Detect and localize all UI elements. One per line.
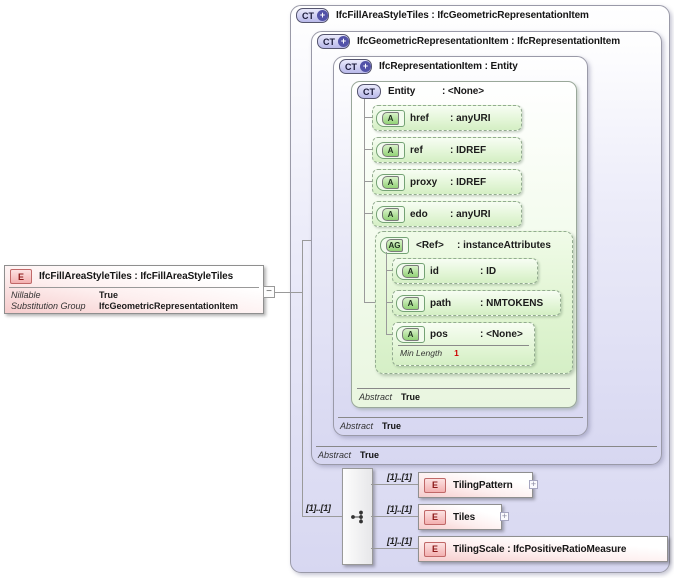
attribute-type: : anyURI — [450, 112, 491, 124]
connector-line — [275, 292, 302, 293]
element-icon: E — [424, 477, 446, 493]
connector-line — [386, 334, 392, 335]
header-ifcgeometricrepresentationitem: CT+ IfcGeometricRepresentationItem : Ifc… — [317, 34, 620, 49]
connector-line — [386, 270, 392, 271]
complextype-title: IfcRepresentationItem : Entity — [379, 61, 518, 72]
connector-line — [364, 99, 365, 303]
expand-icon[interactable]: + — [500, 511, 509, 521]
cardinality-label: [1]..[1] — [387, 536, 412, 546]
connector-line — [371, 484, 418, 485]
nillable-property: Nillable True — [11, 290, 119, 300]
element-title: Tiles — [453, 511, 476, 523]
connector-line — [386, 252, 387, 334]
attribute-group-icon: AG — [380, 237, 409, 254]
derived-plus-icon: + — [360, 61, 371, 72]
connector-line — [386, 302, 392, 303]
attribute-name: href — [410, 112, 429, 124]
complextype-title: IfcFillAreaStyleTiles : IfcGeometricRepr… — [336, 10, 589, 21]
element-title: TilingPattern — [453, 479, 513, 491]
attribute-icon: A — [376, 141, 405, 159]
complextype-title: IfcGeometricRepresentationItem : IfcRepr… — [357, 36, 620, 47]
entity-name: Entity — [388, 86, 416, 97]
connector-line — [302, 240, 303, 517]
attribute-icon: A — [376, 173, 405, 191]
attribute-pos[interactable]: A pos : <None> Min Length 1 — [392, 322, 535, 366]
attribute-path[interactable]: A path : NMTOKENS — [392, 290, 561, 316]
attribute-edo[interactable]: A edo : anyURI — [372, 201, 522, 227]
element-title: IfcFillAreaStyleTiles : IfcFillAreaStyle… — [39, 271, 234, 282]
connector-line — [302, 240, 311, 241]
cardinality-label: [1]..[1] — [306, 503, 331, 513]
collapse-icon[interactable]: − — [263, 286, 275, 298]
attribute-icon: A — [396, 325, 425, 343]
complextype-badge: CT — [357, 84, 381, 99]
complextype-badge: CT+ — [339, 59, 372, 74]
attribute-name: pos — [430, 328, 448, 340]
connector-line — [364, 302, 375, 303]
attribute-type: : NMTOKENS — [480, 297, 544, 309]
sequence-icon — [350, 510, 363, 523]
abstract-facet-entity: Abstract True — [357, 388, 570, 402]
connector-line — [371, 548, 418, 549]
attribute-type: : IDREF — [450, 144, 487, 156]
derived-plus-icon: + — [338, 36, 349, 47]
header-entity: CT Entity : <None> — [357, 84, 484, 99]
substitution-group-property: Substitution Group IfcGeometricRepresent… — [11, 301, 239, 311]
connector-line — [364, 117, 372, 118]
element-tilingscale[interactable]: E TilingScale : IfcPositiveRatioMeasure — [418, 536, 668, 562]
attribute-ref[interactable]: A ref : IDREF — [372, 137, 522, 163]
attribute-id[interactable]: A id : ID — [392, 258, 538, 284]
attribute-type: : <None> — [480, 328, 523, 340]
attribute-group-name: <Ref> — [416, 240, 444, 251]
element-title: TilingScale : IfcPositiveRatioMeasure — [453, 543, 627, 555]
attribute-type: : ID — [480, 265, 497, 277]
element-icon: E — [424, 541, 446, 557]
element-tilingpattern[interactable]: E TilingPattern — [418, 472, 533, 498]
connector-line — [364, 213, 372, 214]
element-icon: E — [424, 509, 446, 525]
attribute-group-type: : instanceAttributes — [457, 240, 551, 251]
attribute-name: ref — [410, 144, 423, 156]
attribute-icon: A — [376, 205, 405, 223]
attribute-name: edo — [410, 208, 428, 220]
attribute-name: path — [430, 297, 452, 309]
connector-line — [302, 516, 342, 517]
attribute-type: : anyURI — [450, 208, 491, 220]
header-ifcrepresentationitem: CT+ IfcRepresentationItem : Entity — [339, 59, 518, 74]
attribute-icon: A — [396, 294, 425, 312]
attribute-icon: A — [396, 262, 425, 280]
cardinality-label: [1]..[1] — [387, 472, 412, 482]
complextype-badge: CT+ — [317, 34, 350, 49]
attribute-type: : IDREF — [450, 176, 487, 188]
attribute-proxy[interactable]: A proxy : IDREF — [372, 169, 522, 195]
cardinality-label: [1]..[1] — [387, 504, 412, 514]
abstract-facet-representationitem: Abstract True — [338, 417, 583, 431]
derived-plus-icon: + — [317, 10, 328, 21]
global-element-ifcfillareastyletiles[interactable]: E IfcFillAreaStyleTiles : IfcFillAreaSty… — [4, 265, 264, 314]
attribute-href[interactable]: A href : anyURI — [372, 105, 522, 131]
attribute-group-header: AG <Ref> : instanceAttributes — [380, 237, 551, 254]
attribute-name: id — [430, 265, 439, 277]
connector-line — [371, 516, 418, 517]
attribute-icon: A — [376, 109, 405, 127]
entity-type: : <None> — [442, 86, 484, 97]
divider — [9, 287, 259, 288]
abstract-facet-geometricrepresentationitem: Abstract True — [316, 446, 657, 460]
complextype-badge: CT+ — [296, 8, 329, 23]
element-icon: E — [10, 269, 32, 284]
element-tiles[interactable]: E Tiles — [418, 504, 502, 530]
minlength-facet: Min Length 1 — [398, 345, 529, 358]
sequence-compositor[interactable] — [342, 468, 373, 565]
connector-line — [364, 181, 372, 182]
expand-icon[interactable]: + — [529, 479, 538, 489]
attribute-name: proxy — [410, 176, 438, 188]
connector-line — [364, 149, 372, 150]
header-ifcfillareastyletiles: CT+ IfcFillAreaStyleTiles : IfcGeometric… — [296, 8, 589, 23]
